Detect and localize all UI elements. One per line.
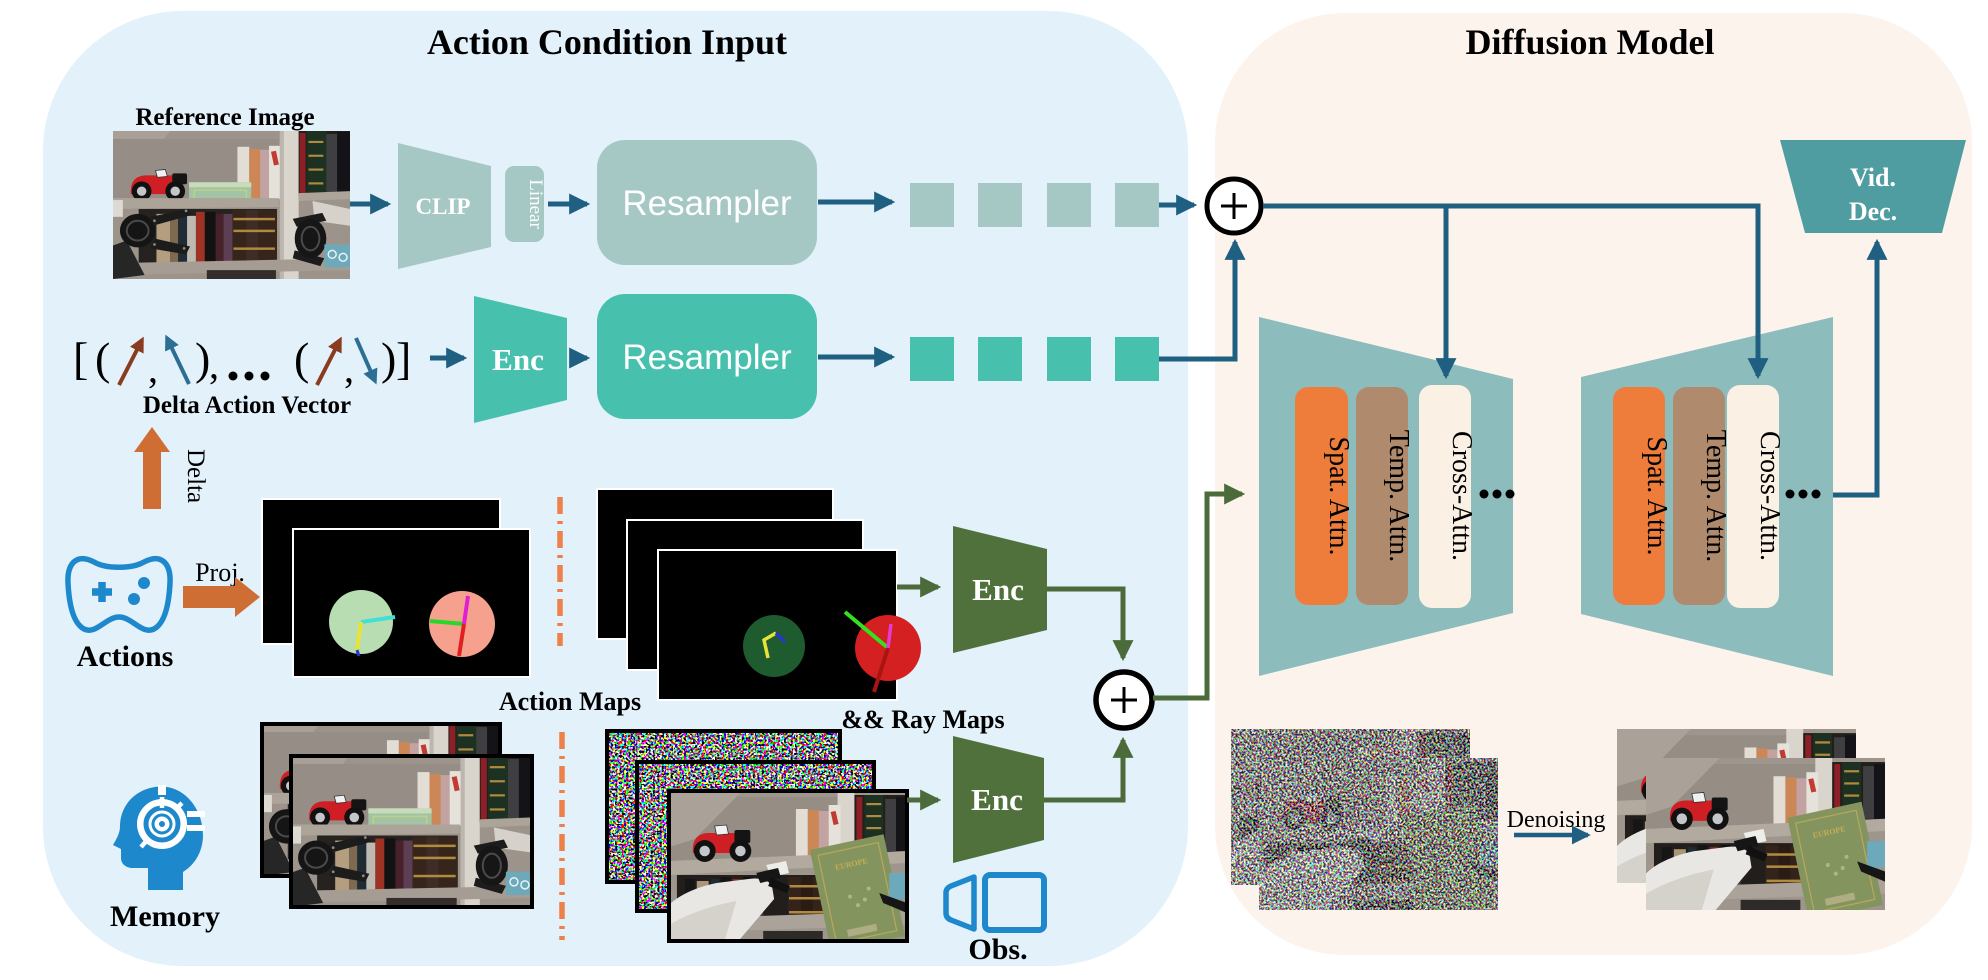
svg-text:Enc: Enc xyxy=(971,782,1023,817)
svg-text:,: , xyxy=(148,346,158,391)
svg-text:Linear: Linear xyxy=(525,179,546,229)
svg-text:,: , xyxy=(209,342,219,387)
svg-text:Delta Action Vector: Delta Action Vector xyxy=(143,392,351,419)
svg-text:Action Condition Input: Action Condition Input xyxy=(427,22,787,62)
svg-text:Vid.: Vid. xyxy=(1850,163,1896,192)
svg-text:Temp. Attn.: Temp. Attn. xyxy=(1700,430,1731,563)
svg-text:Cross-Attn.: Cross-Attn. xyxy=(1446,431,1477,561)
svg-text:Enc: Enc xyxy=(492,342,544,377)
svg-text:Actions: Actions xyxy=(77,640,174,673)
svg-text:Memory: Memory xyxy=(110,900,220,933)
svg-text:Obs.: Obs. xyxy=(968,933,1027,966)
svg-text:(: ( xyxy=(294,333,309,384)
svg-text:,: , xyxy=(344,346,354,391)
svg-text:Spat. Attn.: Spat. Attn. xyxy=(1641,436,1672,555)
svg-text:Diffusion Model: Diffusion Model xyxy=(1465,22,1714,62)
svg-text:Resampler: Resampler xyxy=(622,338,792,377)
svg-text:Action Maps: Action Maps xyxy=(499,687,641,716)
svg-text:Reference Image: Reference Image xyxy=(135,104,314,131)
svg-text:(: ( xyxy=(95,333,110,384)
svg-text:Resampler: Resampler xyxy=(622,184,792,223)
svg-text:Dec.: Dec. xyxy=(1849,197,1897,226)
svg-text:Enc: Enc xyxy=(972,572,1024,607)
svg-text:]: ] xyxy=(396,333,411,384)
svg-text:Temp. Attn.: Temp. Attn. xyxy=(1383,430,1414,563)
svg-text:Denoising: Denoising xyxy=(1507,807,1606,833)
svg-text:): ) xyxy=(381,333,396,384)
svg-text:&& Ray Maps: && Ray Maps xyxy=(841,705,1004,734)
svg-text:CLIP: CLIP xyxy=(416,194,471,219)
svg-text:): ) xyxy=(195,333,210,384)
svg-text:Spat. Attn.: Spat. Attn. xyxy=(1323,436,1354,555)
svg-text:Delta: Delta xyxy=(182,449,209,503)
svg-text:[: [ xyxy=(73,333,88,384)
svg-text:Cross-Attn.: Cross-Attn. xyxy=(1754,431,1785,561)
